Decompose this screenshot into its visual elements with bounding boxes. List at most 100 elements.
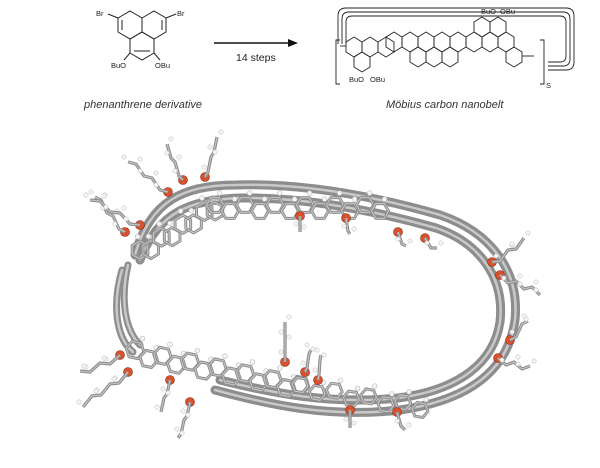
hydrogen-atom: [395, 236, 401, 242]
alkyl-chain-highlight: [345, 217, 351, 235]
aromatic-ring-highlight: [370, 203, 390, 219]
hydrogen-atom: [188, 207, 195, 214]
hydrogen-atom: [525, 230, 531, 236]
alkyl-chain-highlight: [177, 401, 191, 439]
hydrogen-atom: [194, 347, 201, 354]
hydrogen-atom: [354, 385, 361, 391]
aromatic-ring-highlight: [235, 197, 255, 213]
hydrogen-atom: [111, 376, 117, 382]
alkyl-chain-highlight: [397, 231, 407, 247]
hydrogen-atom: [212, 149, 218, 155]
hydrogen-atom: [517, 281, 523, 287]
hydrogen-atom: [164, 150, 170, 156]
hydrogen-atom: [509, 329, 515, 335]
aromatic-ring-highlight: [125, 340, 145, 360]
hydrogen-atom: [137, 168, 143, 174]
hydrogen-atom: [167, 341, 173, 348]
hydrogen-atom: [301, 224, 307, 230]
alkyl-chain-highlight: [304, 349, 312, 373]
hydrogen-atom: [406, 389, 412, 395]
alkyl-chain-highlight: [317, 354, 322, 381]
hydrogen-atom: [394, 418, 400, 424]
hydrogen-atom: [366, 190, 373, 196]
hydrogen-atom: [88, 189, 94, 195]
alkyl-chain-highlight: [166, 143, 184, 181]
hydrogen-atom: [180, 408, 186, 414]
hydrogen-atom: [261, 196, 268, 202]
hydrogen-atom: [493, 253, 499, 259]
hydrogen-atom: [177, 208, 184, 214]
aromatic-ring-highlight: [310, 203, 330, 219]
nanobelt-butoxy-bottom-right: OBu: [370, 75, 385, 84]
hydrogen-atom: [389, 391, 395, 397]
hydrogen-atom: [310, 346, 316, 352]
aromatic-ring-highlight: [342, 390, 360, 407]
hydrogen-atom: [167, 220, 173, 227]
aromatic-rings: [124, 190, 430, 419]
hydrogen-atom: [123, 216, 129, 222]
aromatic-ring-highlight: [308, 384, 326, 401]
hydrogen-atom: [153, 170, 159, 176]
hydrogen-atom: [501, 275, 507, 281]
hydrogen-atom: [341, 223, 347, 229]
hydrogen-atom: [145, 233, 152, 240]
alkyl-chain-highlight: [204, 136, 218, 178]
reaction-scheme: Br Br BuO OBu BuO OB: [96, 7, 575, 90]
hydrogen-atom: [199, 195, 205, 201]
hydrogen-atom: [515, 354, 521, 360]
hydrogen-atom: [174, 426, 180, 432]
hydrogen-atom: [160, 386, 166, 392]
aromatic-ring-highlight: [394, 394, 412, 411]
aromatic-ring-highlight: [195, 201, 213, 221]
aromatic-ring-highlight: [325, 197, 345, 213]
hydrogen-atom: [185, 412, 191, 418]
aromatic-ring-highlight: [153, 227, 170, 247]
hydrogen-atom: [286, 314, 292, 320]
aromatic-ring-highlight: [235, 364, 255, 383]
hydrogen-atom: [222, 353, 228, 359]
alkyl-chain-highlight: [79, 354, 121, 373]
hydrogen-atom: [249, 359, 256, 365]
aromatic-ring-highlight: [355, 197, 375, 213]
hydrogen-atom: [216, 190, 223, 196]
hydrogen-atom: [153, 182, 159, 188]
hydrogen-atom: [135, 234, 141, 240]
alkyl-chain-highlight: [160, 379, 171, 413]
aromatic-ring-highlight: [163, 227, 181, 247]
hydrogen-atom: [291, 196, 298, 202]
hydrogen-atom: [165, 390, 171, 396]
aromatic-ring-highlight: [185, 214, 202, 234]
aromatic-ring-highlight: [411, 401, 429, 419]
butoxy-chains: [76, 129, 542, 439]
hydrogen-atom: [76, 399, 82, 405]
hydrogen-atom: [407, 238, 413, 244]
reaction-arrow: [214, 39, 298, 47]
product-caption: Möbius carbon nanobelt: [386, 99, 504, 111]
hydrogen-atom: [300, 360, 306, 366]
hydrogen-atom: [321, 352, 327, 358]
belt-ribbon-highlight: [122, 263, 142, 347]
hydrogen-atom: [112, 221, 118, 227]
hydrogen-atom: [278, 349, 284, 355]
aromatic-ring-highlight: [360, 388, 378, 405]
aromatic-ring-highlight: [377, 396, 395, 413]
aromatic-ring-highlight: [220, 203, 240, 219]
hydrogen-atom: [101, 355, 107, 361]
hydrogen-atom: [321, 196, 328, 202]
aromatic-ring-highlight: [265, 197, 285, 213]
hydrogen-atom: [246, 190, 253, 196]
nanobelt-butoxy-top-right: OBu: [500, 7, 515, 16]
hydrogen-atom: [101, 193, 107, 199]
hydrogen-atom: [521, 313, 527, 319]
hydrogen-atom: [103, 204, 109, 210]
alkyl-chain-highlight: [491, 237, 525, 263]
bromo-left-label: Br: [96, 9, 104, 18]
hydrogen-atom: [156, 221, 162, 227]
hydrogen-atom: [499, 357, 505, 363]
hydrogen-atom: [351, 226, 357, 232]
hydrogen-atom: [154, 404, 160, 410]
hydrogen-atom: [286, 334, 292, 340]
alkyl-chain-highlight: [396, 411, 406, 431]
hydrogen-atom: [509, 241, 515, 247]
